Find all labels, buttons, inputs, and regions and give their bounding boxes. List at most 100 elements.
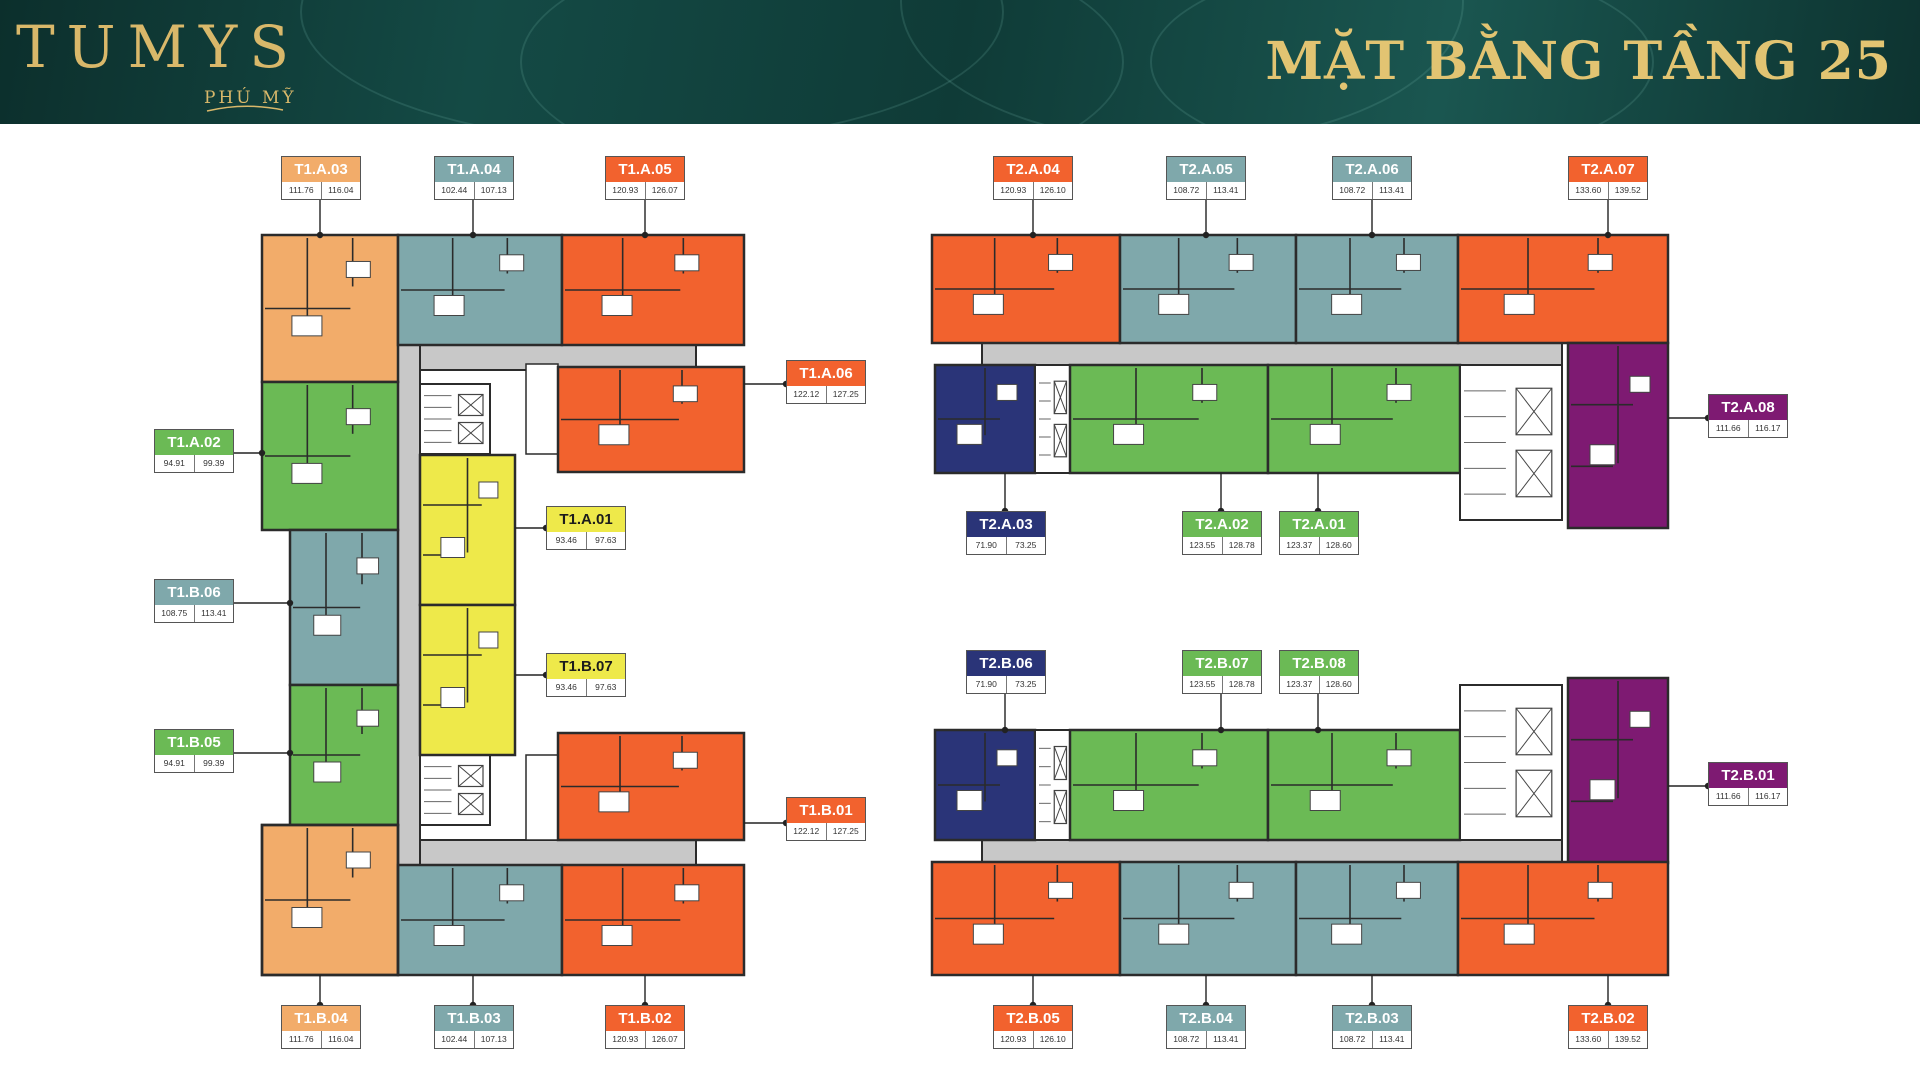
unit-area-b: 128.78 [1221, 537, 1262, 554]
leader-dot [1368, 231, 1376, 239]
unit-area-b: 113.41 [1205, 1031, 1246, 1048]
furniture [1589, 444, 1616, 466]
furniture [433, 925, 465, 946]
leader-dot [1217, 726, 1225, 734]
leader-dot [1202, 231, 1210, 239]
furniture [440, 537, 466, 558]
furniture [972, 293, 1004, 315]
furniture [345, 260, 371, 278]
unit-area-a: 102.44 [441, 1034, 468, 1044]
furniture [972, 923, 1004, 945]
unit-area-b: 128.60 [1318, 537, 1359, 554]
unit-area-a: 108.72 [1339, 185, 1366, 195]
leader-dot [1001, 726, 1009, 734]
elevator-mark [1515, 769, 1553, 818]
unit-area-b: 99.39 [193, 455, 234, 472]
unit-label: T2.B.02 [1569, 1006, 1647, 1031]
unit-area-a: 93.46 [555, 682, 577, 692]
unit-area-a: 94.91 [163, 758, 185, 768]
unit-area-b: 139.52 [1607, 1031, 1648, 1048]
unit-area-a: 102.44 [441, 185, 468, 195]
leader-dot [1604, 231, 1612, 239]
furniture [1587, 881, 1613, 899]
furniture [1158, 293, 1190, 315]
furniture [313, 614, 342, 636]
unit-area-a: 133.60 [1575, 1034, 1602, 1044]
unit-label: T1.A.06 [787, 361, 865, 386]
furniture [499, 884, 525, 902]
furniture [1113, 423, 1145, 445]
unit-area-a: 123.37 [1286, 540, 1313, 550]
unit-label: T2.A.03 [967, 512, 1045, 537]
unit-area-a: 71.90 [975, 540, 997, 550]
furniture [1309, 423, 1341, 445]
unit-area-b: 73.25 [1005, 676, 1046, 693]
furniture [1503, 923, 1535, 945]
leader-dot [316, 231, 324, 239]
furniture [499, 254, 525, 272]
unit-label: T2.B.01 [1709, 763, 1787, 788]
unit-area-b: 113.41 [1205, 182, 1246, 199]
unit-area-b: 116.17 [1747, 420, 1788, 437]
furniture [1228, 253, 1254, 271]
unit-area-b: 139.52 [1607, 182, 1648, 199]
unit-label: T2.B.03 [1333, 1006, 1411, 1031]
unit-area-b: 116.04 [320, 182, 361, 199]
furniture [1158, 923, 1190, 945]
unit-area-a: 120.93 [1000, 185, 1027, 195]
furniture [1113, 790, 1145, 811]
lift-lobby [525, 754, 559, 841]
furniture [356, 557, 380, 575]
elevator-mark [1515, 449, 1553, 498]
unit-area-a: 108.75 [161, 608, 188, 618]
unit-area-b: 126.10 [1032, 182, 1073, 199]
unit-label: T1.B.03 [435, 1006, 513, 1031]
unit-area-a: 71.90 [975, 679, 997, 689]
unit-area-a: 120.93 [1000, 1034, 1027, 1044]
unit-area-a: 111.76 [288, 1034, 314, 1044]
furniture [674, 254, 700, 272]
unit-label: T1.B.05 [155, 730, 233, 755]
furniture [1192, 383, 1218, 401]
furniture [440, 687, 466, 708]
unit-label: T1.A.04 [435, 157, 513, 182]
furniture [345, 408, 371, 426]
unit-area-b: 113.41 [1371, 1031, 1412, 1048]
unit-area-b: 126.07 [644, 1031, 685, 1048]
floor-plan-drawing [232, 200, 1712, 1009]
unit-area-a: 120.93 [612, 185, 639, 195]
unit-area-a: 123.55 [1189, 679, 1216, 689]
unit-area-b: 97.63 [585, 679, 626, 696]
furniture [601, 925, 633, 946]
unit-label: T1.B.06 [155, 580, 233, 605]
unit-tag[interactable]: T2.B.02 133.60 139.52 [1568, 1005, 1648, 1049]
